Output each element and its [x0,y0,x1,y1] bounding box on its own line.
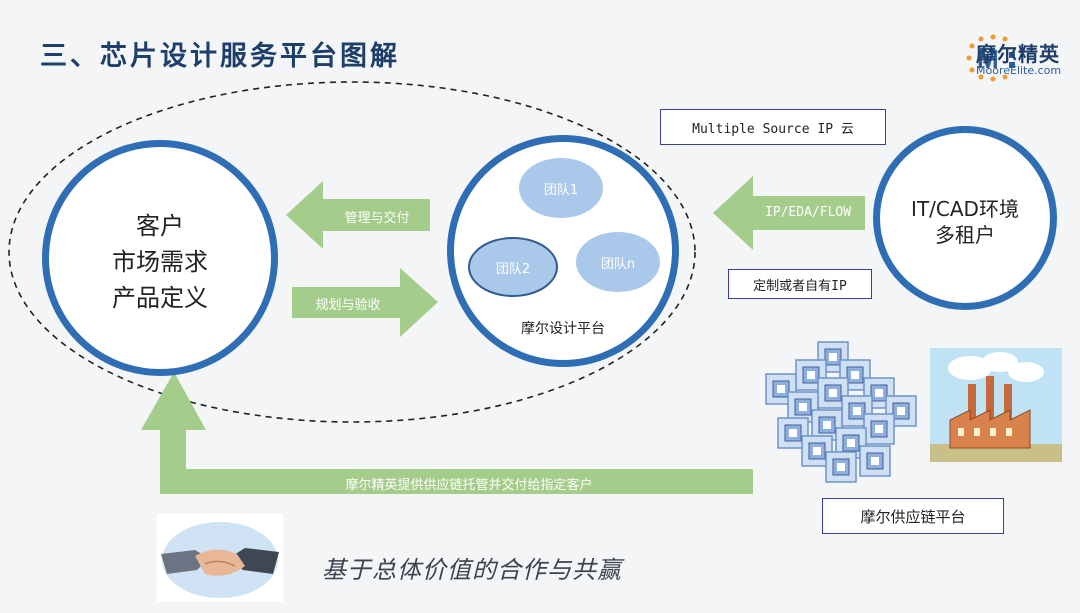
it-env-circle [873,126,1057,310]
it-env-line1: IT/CAD环境 [911,197,1019,221]
custom-ip-box: 定制或者自有IP [728,269,872,299]
logo-text-en: MooreElite.com [976,64,1062,77]
team-1-label: 团队1 [543,182,579,198]
handshake-illustration [157,514,283,602]
ip-cloud-box: Multiple Source IP 云 [660,109,886,145]
supply-label: 摩尔精英提供供应链托管并交付给指定客户 [345,478,593,493]
customer-circle [42,140,278,376]
ip-flow-label: IP/EDA/FLOW [764,205,852,220]
ip-flow-arrow [713,176,865,250]
plan-arrow [292,268,438,337]
team-n: 团队n [576,232,660,292]
it-env-line2: 多租户 [935,223,995,247]
moore-elite-logo: M [966,34,1015,82]
customer-line1: 客户 [136,212,184,240]
manage-label: 管理与交付 [344,211,410,226]
supply-platform-box: 摩尔供应链平台 [822,498,1004,534]
platform-label: 摩尔设计平台 [521,321,605,337]
manage-arrow [286,181,430,249]
factory-illustration [930,348,1062,462]
slogan: 基于总体价值的合作与共赢 [322,556,622,584]
supply-chain-arrow [141,372,753,494]
team-2: 团队2 [468,237,558,297]
customer-line3: 产品定义 [112,284,208,312]
team-2-label: 团队2 [495,261,531,277]
svg-text:M: M [977,44,999,74]
scope-ellipse [8,81,696,423]
page-title: 三、芯片设计服务平台图解 [40,41,400,72]
logo-text-cn: 摩尔精英 [976,42,1060,66]
customer-text: 客户 市场需求 产品定义 [42,208,278,316]
team-1: 团队1 [519,158,603,218]
plan-label: 规划与验收 [315,298,381,313]
team-n-label: 团队n [600,256,636,272]
customer-line2: 市场需求 [112,248,208,276]
it-env-text: IT/CAD环境 多租户 [873,196,1057,248]
chips-illustration [765,341,917,483]
